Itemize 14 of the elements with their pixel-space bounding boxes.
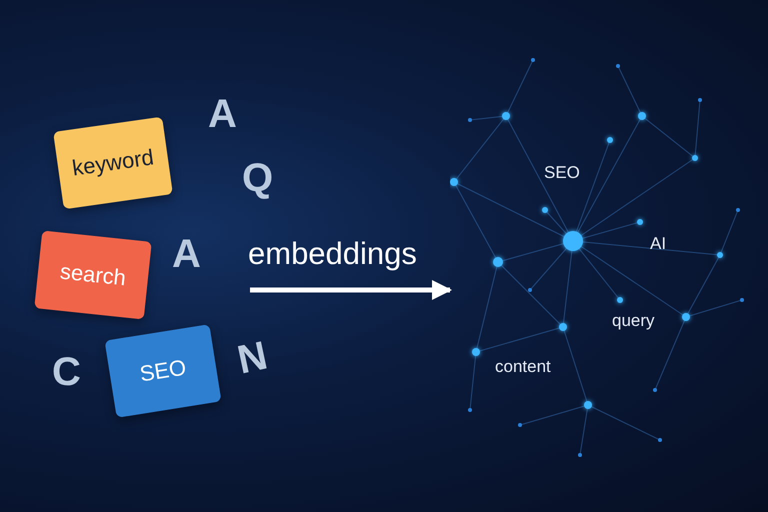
network-label: content <box>495 358 551 375</box>
network-label: SEO <box>544 164 580 181</box>
network-label: query <box>612 312 655 329</box>
tag-card: keyword <box>53 116 173 210</box>
arrow <box>250 280 452 300</box>
network-label: AI <box>650 235 666 252</box>
letter: A <box>208 94 237 134</box>
edge-label: embeddings <box>248 238 417 269</box>
letter: Q <box>242 158 274 198</box>
letter: C <box>52 352 81 392</box>
letter: N <box>234 335 271 381</box>
letter: A <box>172 234 201 274</box>
tag-card: search <box>34 230 152 320</box>
tag-card: SEO <box>104 324 222 418</box>
